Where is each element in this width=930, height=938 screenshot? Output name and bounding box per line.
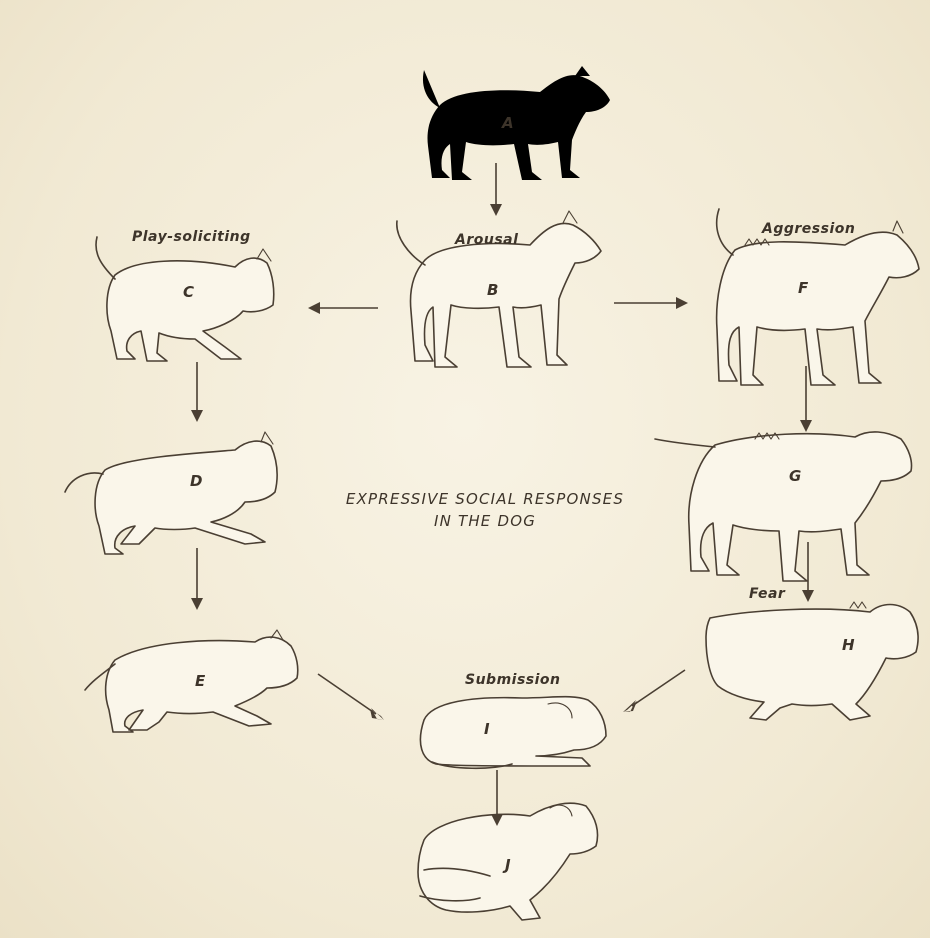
dog-figure-e: E (85, 630, 298, 732)
arrow-h-to-i (623, 670, 685, 712)
svg-text:I: I (484, 720, 490, 738)
diagram-title: EXPRESSIVE SOCIAL RESPONSES IN THE DOG (320, 488, 650, 532)
svg-text:C: C (183, 283, 194, 301)
svg-text:H: H (842, 636, 855, 654)
arrow-c-to-d (191, 362, 203, 422)
svg-text:G: G (789, 467, 801, 485)
svg-text:F: F (798, 279, 809, 297)
arrow-b-to-f (614, 297, 688, 309)
arrow-i-to-j (491, 770, 503, 826)
label-aggression: Aggression (762, 221, 855, 237)
title-line-1: EXPRESSIVE SOCIAL RESPONSES (320, 488, 650, 510)
title-line-2: IN THE DOG (320, 510, 650, 532)
dog-figure-j: J (418, 803, 598, 920)
dog-figure-a: A (423, 66, 610, 180)
dog-figure-g: G (655, 432, 912, 581)
dog-figure-d: D (65, 432, 277, 554)
label-submission: Submission (465, 672, 561, 688)
label-play-soliciting: Play-soliciting (132, 229, 251, 245)
arrow-b-to-c (308, 302, 378, 314)
dog-figure-h: H (706, 602, 918, 720)
dog-figure-c: C (96, 237, 274, 361)
svg-text:D: D (190, 472, 202, 490)
dog-figure-i: I (420, 697, 606, 769)
arrow-g-to-h (802, 542, 814, 602)
label-arousal: Arousal (455, 232, 518, 248)
label-fear: Fear (749, 586, 785, 602)
svg-text:A: A (501, 114, 514, 132)
arrow-d-to-e (191, 548, 203, 610)
svg-text:E: E (195, 672, 206, 690)
arrow-a-to-b (490, 163, 502, 216)
svg-text:B: B (487, 281, 498, 299)
arrow-e-to-i (318, 674, 384, 720)
